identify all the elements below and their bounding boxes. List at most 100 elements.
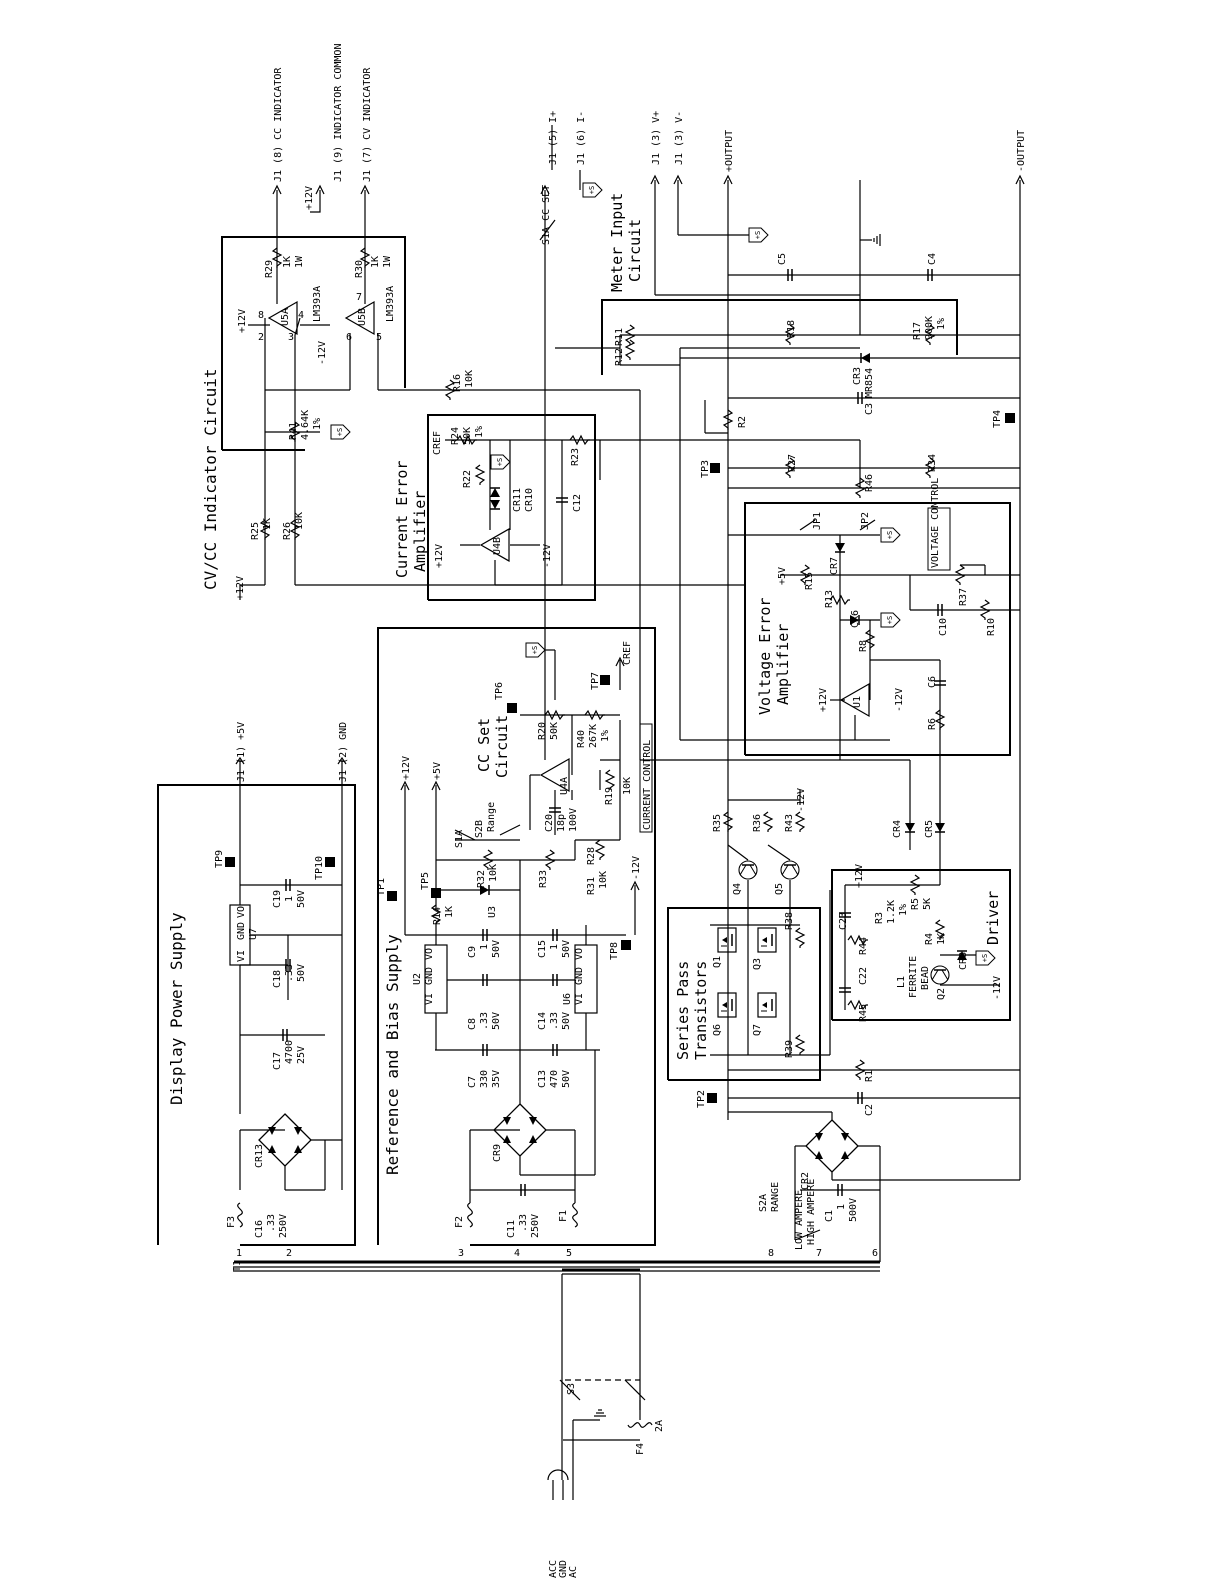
tp7-label: TP7 xyxy=(590,672,601,690)
driver-series-pass: CR4 CR5 R35 R36 R43 -12V Q4 Q5 Series Pa… xyxy=(640,759,1011,1081)
u7-vi: VI xyxy=(236,950,247,962)
ref-bias-title: Reference and Bias Supply xyxy=(383,934,402,1175)
r30-value: 1K xyxy=(370,256,381,268)
cref-rail-label: CREF xyxy=(622,641,633,665)
c22-label: C22 xyxy=(858,967,869,985)
u5a-pin2: 2 xyxy=(258,332,264,343)
meter-title-1: Meter Input xyxy=(608,193,626,292)
c23-label: C23 xyxy=(838,912,849,930)
cc-set-title-1: CC Set xyxy=(475,718,493,772)
q1-label: Q1 xyxy=(712,956,723,968)
c19-voltage: 50V xyxy=(296,890,307,908)
r35-label: R35 xyxy=(712,814,723,832)
r40-value: 267K xyxy=(588,724,599,748)
r25-label: R25 xyxy=(250,522,261,540)
v-plus-label: J1 (3) V+ xyxy=(651,111,662,165)
c15-voltage: 50V xyxy=(561,940,572,958)
r29-label: R29 xyxy=(264,260,275,278)
c3-label: C3 xyxy=(864,403,875,415)
c8-voltage: 50V xyxy=(491,1012,502,1030)
c13-voltage: 50V xyxy=(561,1070,572,1088)
c19-value: 1 xyxy=(284,896,295,902)
r44-label: R44 xyxy=(858,937,869,955)
gnd-label: GND xyxy=(558,1560,569,1578)
c18-label: C18 xyxy=(272,970,283,988)
r40-tol: 1% xyxy=(600,730,611,742)
r2-label: R2 xyxy=(737,416,748,428)
c14-value: .33 xyxy=(549,1012,560,1030)
output-rails: S1A CC SET J1 (5) I+ J1 (6) I- J1 (3) V+… xyxy=(539,111,1027,1180)
cr13-label: CR13 xyxy=(254,1144,265,1168)
c1-voltage: 500V xyxy=(848,1198,859,1222)
cc-set-title-2: Circuit xyxy=(493,715,511,778)
c10-label: C10 xyxy=(938,618,949,636)
r36-label: R36 xyxy=(752,814,763,832)
s2a-range: RANGE xyxy=(770,1182,781,1212)
c14-label: C14 xyxy=(537,1012,548,1030)
q6-label: Q6 xyxy=(712,1024,723,1036)
l1-bead: BEAD xyxy=(920,966,931,990)
r16-label: R16 xyxy=(452,374,463,392)
u7-vo: VO xyxy=(236,906,247,918)
c19-label: C19 xyxy=(272,890,283,908)
voltage-error-amplifier: Voltage Error Amplifier JP1 JP2 VOLTAGE … xyxy=(728,478,1020,850)
r3-label: R3 xyxy=(874,912,885,924)
l1-ferrite: FERRITE xyxy=(908,956,919,998)
u1-label: U1 xyxy=(852,696,863,708)
main-bridge: R1 TP2 C2 CR2 C1 1 500V S2A RANGE LOW AM… xyxy=(696,1059,1020,1262)
c7-label: C7 xyxy=(467,1076,478,1088)
tp1-label: TP1 xyxy=(376,878,387,896)
rail-p12-u5: +12V xyxy=(237,309,248,333)
r32-label: R32 xyxy=(476,870,487,888)
r3-value: 1.2K xyxy=(886,900,897,924)
transformer-t1: T1 xyxy=(232,1260,880,1480)
r24-value: 50K xyxy=(462,427,473,445)
c1-label: C1 xyxy=(824,1210,835,1222)
c16-value: .33 xyxy=(266,1214,277,1232)
cr2-label: CR2 xyxy=(800,1172,811,1190)
cvcc-title: CV/CC Indicator Circuit xyxy=(201,368,220,590)
s2b-range: Range xyxy=(486,802,497,832)
display-ps-title: Display Power Supply xyxy=(167,912,186,1105)
r5-label: R5 xyxy=(910,898,921,910)
r31-value: 10K xyxy=(598,871,609,889)
q7-label: Q7 xyxy=(752,1024,763,1036)
r41-value: 4.64K xyxy=(300,410,311,440)
cr7-label: CR7 xyxy=(829,557,840,575)
c11-voltage: 250V xyxy=(530,1214,541,1238)
series-pass-title-1: Series Pass xyxy=(674,961,692,1060)
r8-label: R8 xyxy=(858,640,869,652)
c9-label: C9 xyxy=(467,946,478,958)
tp3-label: TP3 xyxy=(700,460,711,478)
tp6-label: TP6 xyxy=(494,682,505,700)
c16-label: C16 xyxy=(254,1220,265,1238)
mains-input: ACC GND AC F4 2A S3 xyxy=(547,1379,665,1578)
r14-label: R14 xyxy=(432,907,443,925)
rail-m12-u1: -12V xyxy=(894,688,905,712)
r41-tol: 1% xyxy=(312,418,323,430)
r13-label: R13 xyxy=(824,590,835,608)
tp5-label: TP5 xyxy=(420,872,431,890)
voltage-control-label: VOLTAGE CONTROL xyxy=(930,478,941,568)
r30-power: 1W xyxy=(382,255,393,268)
r29-value: 1K xyxy=(282,256,293,268)
c14-voltage: 50V xyxy=(561,1012,572,1030)
display-power-supply: Display Power Supply TP9 TP10 U7 VI GND … xyxy=(157,722,356,1259)
u5a-pin8: 8 xyxy=(258,310,264,321)
c15-label: C15 xyxy=(537,940,548,958)
current-control-label: CURRENT CONTROL xyxy=(642,740,653,830)
indicator-common-label: J1 (9) INDICATOR COMMON xyxy=(333,44,344,182)
jp2-label: JP2 xyxy=(860,512,871,530)
r6-label: R6 xyxy=(927,718,938,730)
u5b-pin5: 5 xyxy=(376,332,382,343)
u2-gnd: GND xyxy=(424,967,435,985)
r16-value: 10K xyxy=(464,370,475,388)
c1-value: 1 xyxy=(836,1204,847,1210)
u5b-pin6: 6 xyxy=(346,332,352,343)
cr9-label: CR9 xyxy=(492,1144,503,1162)
r5-value: 5K xyxy=(922,898,933,910)
tp8-label: TP8 xyxy=(609,942,620,960)
r14-value: 1K xyxy=(444,906,455,918)
cvcc-indicator-circuit: CV/CC Indicator Circuit J1 (8) CC INDICA… xyxy=(201,44,745,600)
low-ampere-label: LOW AMPERE xyxy=(794,1190,805,1250)
